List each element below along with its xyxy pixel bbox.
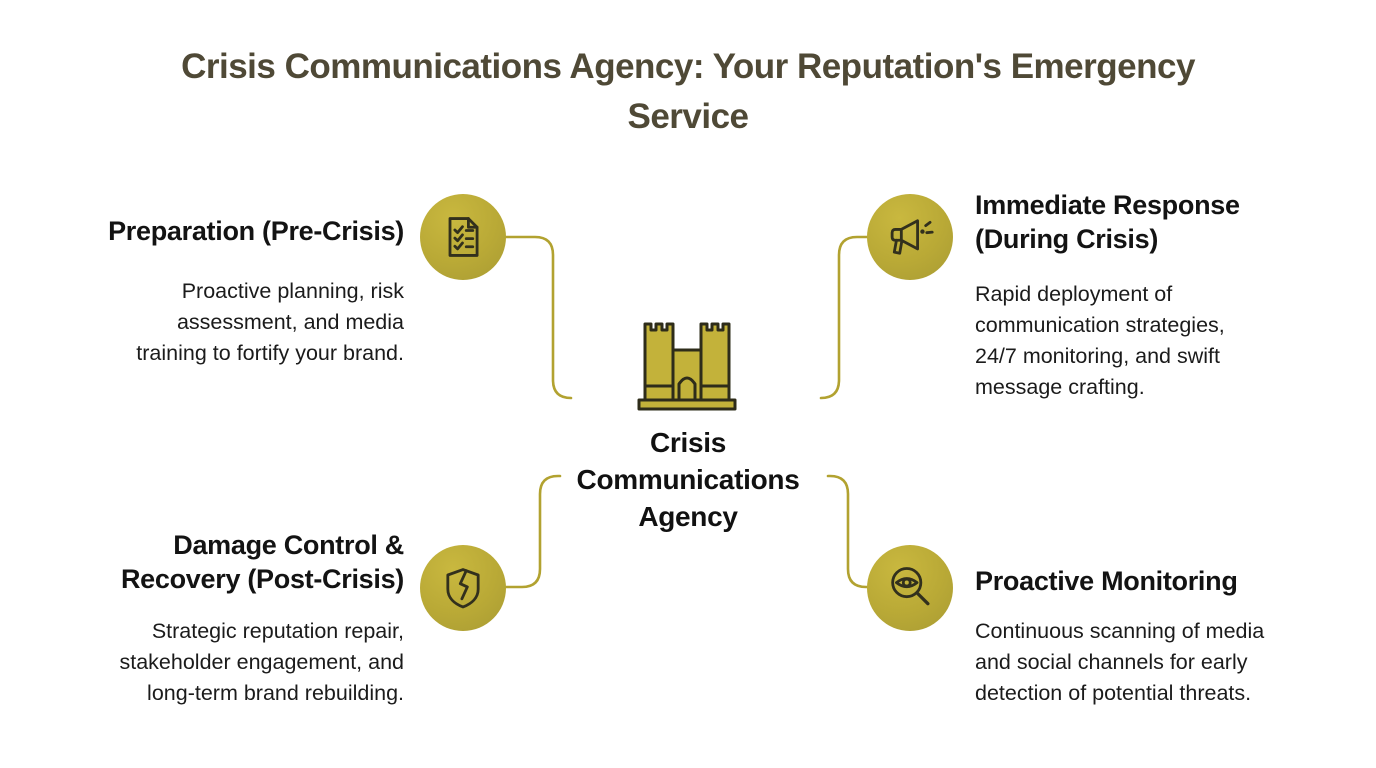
node-heading-preparation: Preparation (Pre-Crisis) (108, 216, 404, 246)
node-body-proactive-monitoring: Continuous scanning of media and social … (975, 619, 1265, 705)
magnifier-handle (915, 591, 930, 606)
connector-bottom-left (503, 474, 562, 589)
connector-top-right (819, 235, 871, 400)
document-fold (467, 217, 479, 229)
magnifier-lens (891, 567, 923, 599)
shield-crack (458, 569, 469, 601)
sound-rays (924, 220, 934, 235)
broken-shield-icon (420, 545, 506, 631)
connector-top-left (503, 235, 573, 400)
megaphone-bell (899, 219, 919, 251)
node-body-immediate-response: Rapid deployment of communication strate… (975, 282, 1225, 399)
castle-right-tower (699, 322, 731, 402)
castle-door (677, 376, 697, 402)
check-2 (453, 233, 464, 243)
castle-fortress-icon (637, 320, 737, 417)
list-lines (464, 229, 475, 249)
node-body-preparation: Proactive planning, risk assessment, and… (136, 279, 404, 365)
page-title-wrap: Crisis Communications Agency: Your Reput… (0, 42, 1376, 142)
checklist-document-icon (420, 194, 506, 280)
node-heading-immediate-response: Immediate Response (During Crisis) (975, 190, 1240, 254)
connector-bottom-right (826, 474, 886, 589)
check-3 (453, 241, 464, 251)
page-title: Crisis Communications Agency: Your Reput… (181, 47, 1195, 136)
megaphone-handle (892, 238, 904, 255)
check-1 (453, 225, 464, 235)
magnifier-eye-icon (867, 545, 953, 631)
eye-pupil (901, 577, 912, 588)
eye-outline (895, 577, 919, 589)
megaphone-back (890, 228, 903, 242)
shield-outline (446, 568, 480, 609)
megaphone-icon (867, 194, 953, 280)
castle-left-tower (643, 322, 675, 402)
node-body-damage-control: Strategic reputation repair, stakeholder… (119, 619, 405, 705)
sound-dot (920, 229, 925, 234)
center-label: Crisis Communications Agency (576, 427, 800, 532)
node-heading-damage-control: Damage Control & Recovery (Post-Crisis) (120, 530, 404, 594)
node-heading-proactive-monitoring: Proactive Monitoring (975, 566, 1238, 596)
document-outline (448, 217, 479, 257)
